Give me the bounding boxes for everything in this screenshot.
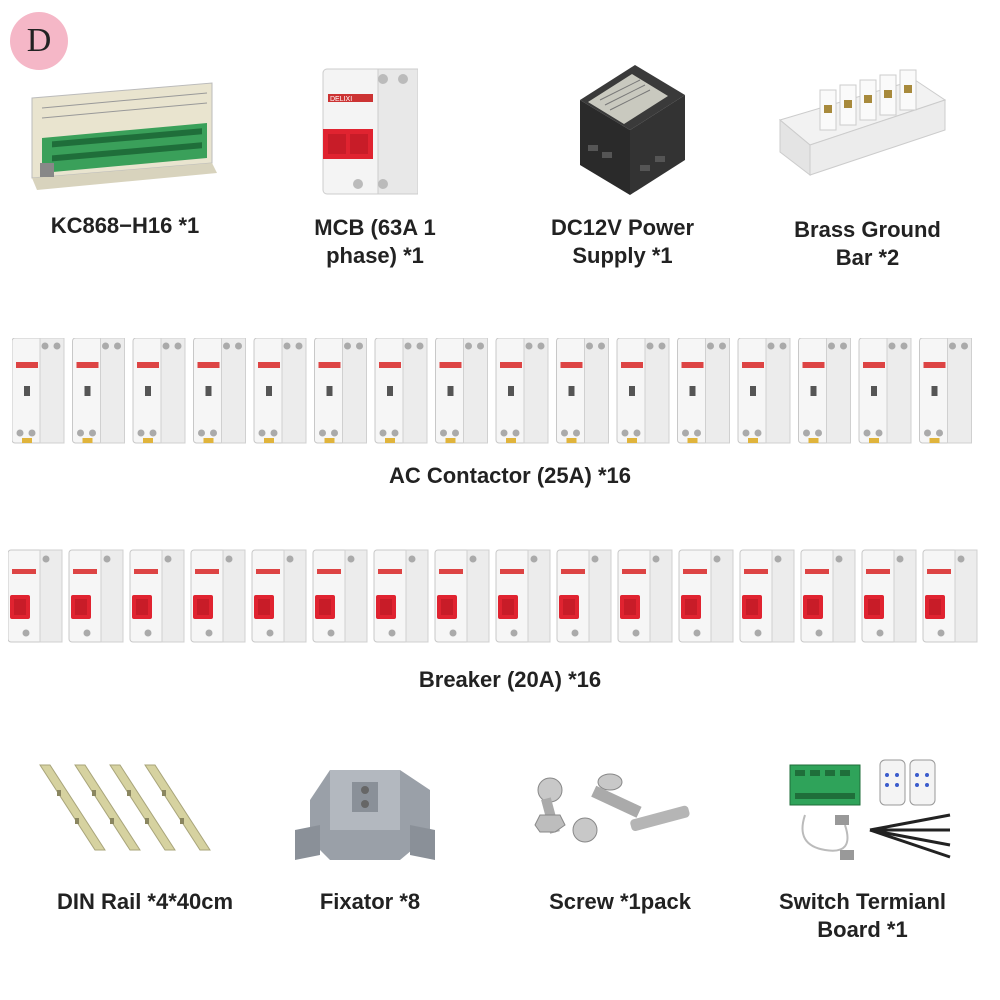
badge: D xyxy=(10,12,68,70)
ac-contactor-unit xyxy=(798,338,851,444)
breaker-unit xyxy=(922,549,978,643)
ac-contactor-unit xyxy=(919,338,972,444)
switch-terminal-board-caption: Switch Termianl Board *1 xyxy=(778,889,947,942)
power-supply-caption: DC12V Power Supply *1 xyxy=(550,215,695,268)
breaker-unit xyxy=(8,549,63,643)
breaker-unit xyxy=(312,549,368,643)
kc868-h16-caption: KC868−H16 *1 xyxy=(50,213,200,238)
breaker-unit xyxy=(800,549,856,643)
fixator-caption: Fixator *8 xyxy=(319,889,421,914)
mcb-image: DELIXI xyxy=(318,64,418,199)
breaker-unit xyxy=(617,549,673,643)
ac-contactor-unit xyxy=(677,338,730,444)
breaker-unit xyxy=(190,549,246,643)
breaker-unit xyxy=(495,549,551,643)
ac-contactor-unit xyxy=(616,338,670,444)
ac-contactor-unit xyxy=(435,338,488,444)
ac-contactor-caption: AC Contactor (25A) *16 xyxy=(388,463,632,488)
din-rail-caption: DIN Rail *4*40cm xyxy=(56,889,234,914)
ac-contactor-unit xyxy=(193,338,246,444)
ac-contactor-unit xyxy=(253,338,307,444)
screw-caption: Screw *1pack xyxy=(549,889,691,914)
ac-contactor-row xyxy=(12,338,982,446)
breaker-unit xyxy=(861,549,917,643)
breaker-unit xyxy=(129,549,185,643)
mcb-caption: MCB (63A 1 phase) *1 xyxy=(314,215,436,268)
fixator-image xyxy=(290,760,440,870)
ac-contactor-unit xyxy=(858,338,912,444)
breaker-unit xyxy=(251,549,307,643)
mcb-brand-logo: DELIXI xyxy=(330,96,352,103)
ac-contactor-unit xyxy=(12,338,65,444)
breaker-row xyxy=(8,545,988,645)
screw-image xyxy=(530,770,690,850)
breaker-unit xyxy=(434,549,490,643)
din-rail-image xyxy=(35,760,225,860)
ac-contactor-unit xyxy=(495,338,549,444)
breaker-unit xyxy=(68,549,124,643)
breaker-unit xyxy=(373,549,429,643)
brass-ground-bar-caption: Brass Ground Bar *2 xyxy=(794,217,941,270)
ac-contactor-unit xyxy=(314,338,367,444)
breaker-caption: Breaker (20A) *16 xyxy=(418,667,602,692)
breaker-unit xyxy=(739,549,795,643)
ac-contactor-unit xyxy=(737,338,791,444)
kc868-h16-image xyxy=(22,78,222,198)
brass-ground-bar-image xyxy=(770,60,950,180)
power-supply-image xyxy=(560,60,690,200)
ac-contactor-unit xyxy=(72,338,125,444)
switch-terminal-board-image xyxy=(785,755,960,865)
ac-contactor-unit xyxy=(132,338,186,444)
breaker-unit xyxy=(678,549,734,643)
ac-contactor-unit xyxy=(374,338,428,444)
ac-contactor-unit xyxy=(556,338,609,444)
breaker-unit xyxy=(556,549,612,643)
